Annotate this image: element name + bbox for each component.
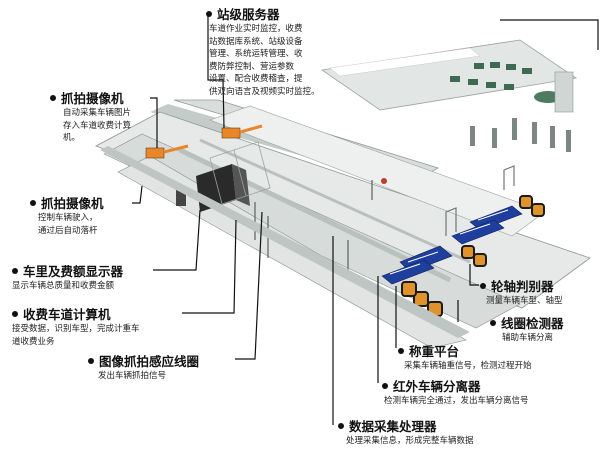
station-server-desc: 车道作业实时监控，收费 站数据库系统、站级设备 管理、系统运转管理、收 费防弊控…	[209, 24, 320, 97]
weigh-platform-plates	[381, 205, 523, 285]
station-server-title: 站级服务器	[217, 7, 280, 22]
label-data-processor: 数据采集处理器	[338, 416, 437, 435]
camera-top-desc: 自动采集车辆图片 存入车道收费计算 机。	[63, 108, 132, 143]
label-capture-coil: 图像抓拍感应线圈	[88, 351, 199, 370]
bullet-icon	[12, 267, 18, 274]
booth-frame	[209, 141, 271, 205]
camera-mid-title: 抓拍摄像机	[41, 196, 104, 211]
bullet-icon	[88, 357, 94, 364]
leader-lines	[132, 14, 599, 425]
bullet-icon	[30, 199, 36, 206]
bullet-icon	[382, 382, 388, 389]
weigh-platform-title: 称重平台	[409, 344, 460, 359]
camera-top-title: 抓拍摄像机	[61, 91, 124, 106]
loop-detector-desc: 辅助车辆分离	[502, 333, 554, 343]
loop-detector-title: 线圈检测器	[501, 316, 564, 331]
label-camera-mid: 抓拍摄像机	[30, 193, 104, 212]
bullet-icon	[12, 310, 18, 317]
lane-computer-desc: 接受数据，识别车型，完成计重车 道收费业务	[12, 324, 140, 347]
bullet-icon	[50, 94, 56, 101]
axle-detector-title: 轮轴判别器	[491, 279, 554, 294]
label-ir-separator: 红外车辆分离器	[382, 376, 481, 395]
data-processor-desc: 处理采集信息，形成完整车辆数据	[346, 436, 474, 446]
station-building	[320, 39, 578, 113]
plate-stripes	[389, 209, 509, 275]
toll-lanes	[95, 105, 591, 349]
traffic-signal	[381, 178, 387, 184]
bullet-icon	[398, 347, 404, 354]
label-weigh-platform: 称重平台	[398, 341, 459, 360]
scanner-arches	[445, 165, 515, 236]
capture-coil-desc: 发出车辆抓拍信号	[98, 371, 167, 381]
capture-coil-title: 图像抓拍感应线圈	[99, 354, 200, 369]
label-station-server: 站级服务器	[206, 4, 280, 23]
ir-separator-desc: 检测车辆完全通过，发出车辆分离信号	[384, 396, 529, 406]
label-loop-detector: 线圈检测器	[490, 313, 564, 332]
tire-buffers	[401, 195, 545, 317]
label-axle-detector: 轮轴判别器	[480, 276, 554, 295]
bullet-icon	[480, 282, 486, 289]
fee-display-title: 车里及费额显示器	[23, 264, 124, 279]
station-pillars	[470, 118, 571, 152]
bullet-icon	[206, 10, 212, 17]
camera-mid-desc: 控制车辆驶入， 通过后自动落杆	[38, 213, 98, 236]
fee-display-desc: 显示车辆总质量和收费金额	[12, 281, 115, 291]
bullet-icon	[490, 319, 496, 326]
data-processor-title: 数据采集处理器	[349, 419, 437, 434]
barrier-gates	[145, 124, 263, 159]
label-camera-top: 抓拍摄像机	[50, 88, 124, 107]
axle-detector-desc: 测量车辆车型、轴型	[486, 296, 563, 306]
label-lane-computer: 收费车道计算机	[12, 304, 111, 323]
bullet-icon	[338, 422, 344, 429]
ir-separator-title: 红外车辆分离器	[393, 379, 481, 394]
weigh-platform-desc: 采集车辆轴重信号，检测过程开始	[404, 361, 532, 371]
lane-computer-title: 收费车道计算机	[23, 307, 111, 322]
label-fee-display: 车里及费额显示器	[12, 261, 123, 280]
